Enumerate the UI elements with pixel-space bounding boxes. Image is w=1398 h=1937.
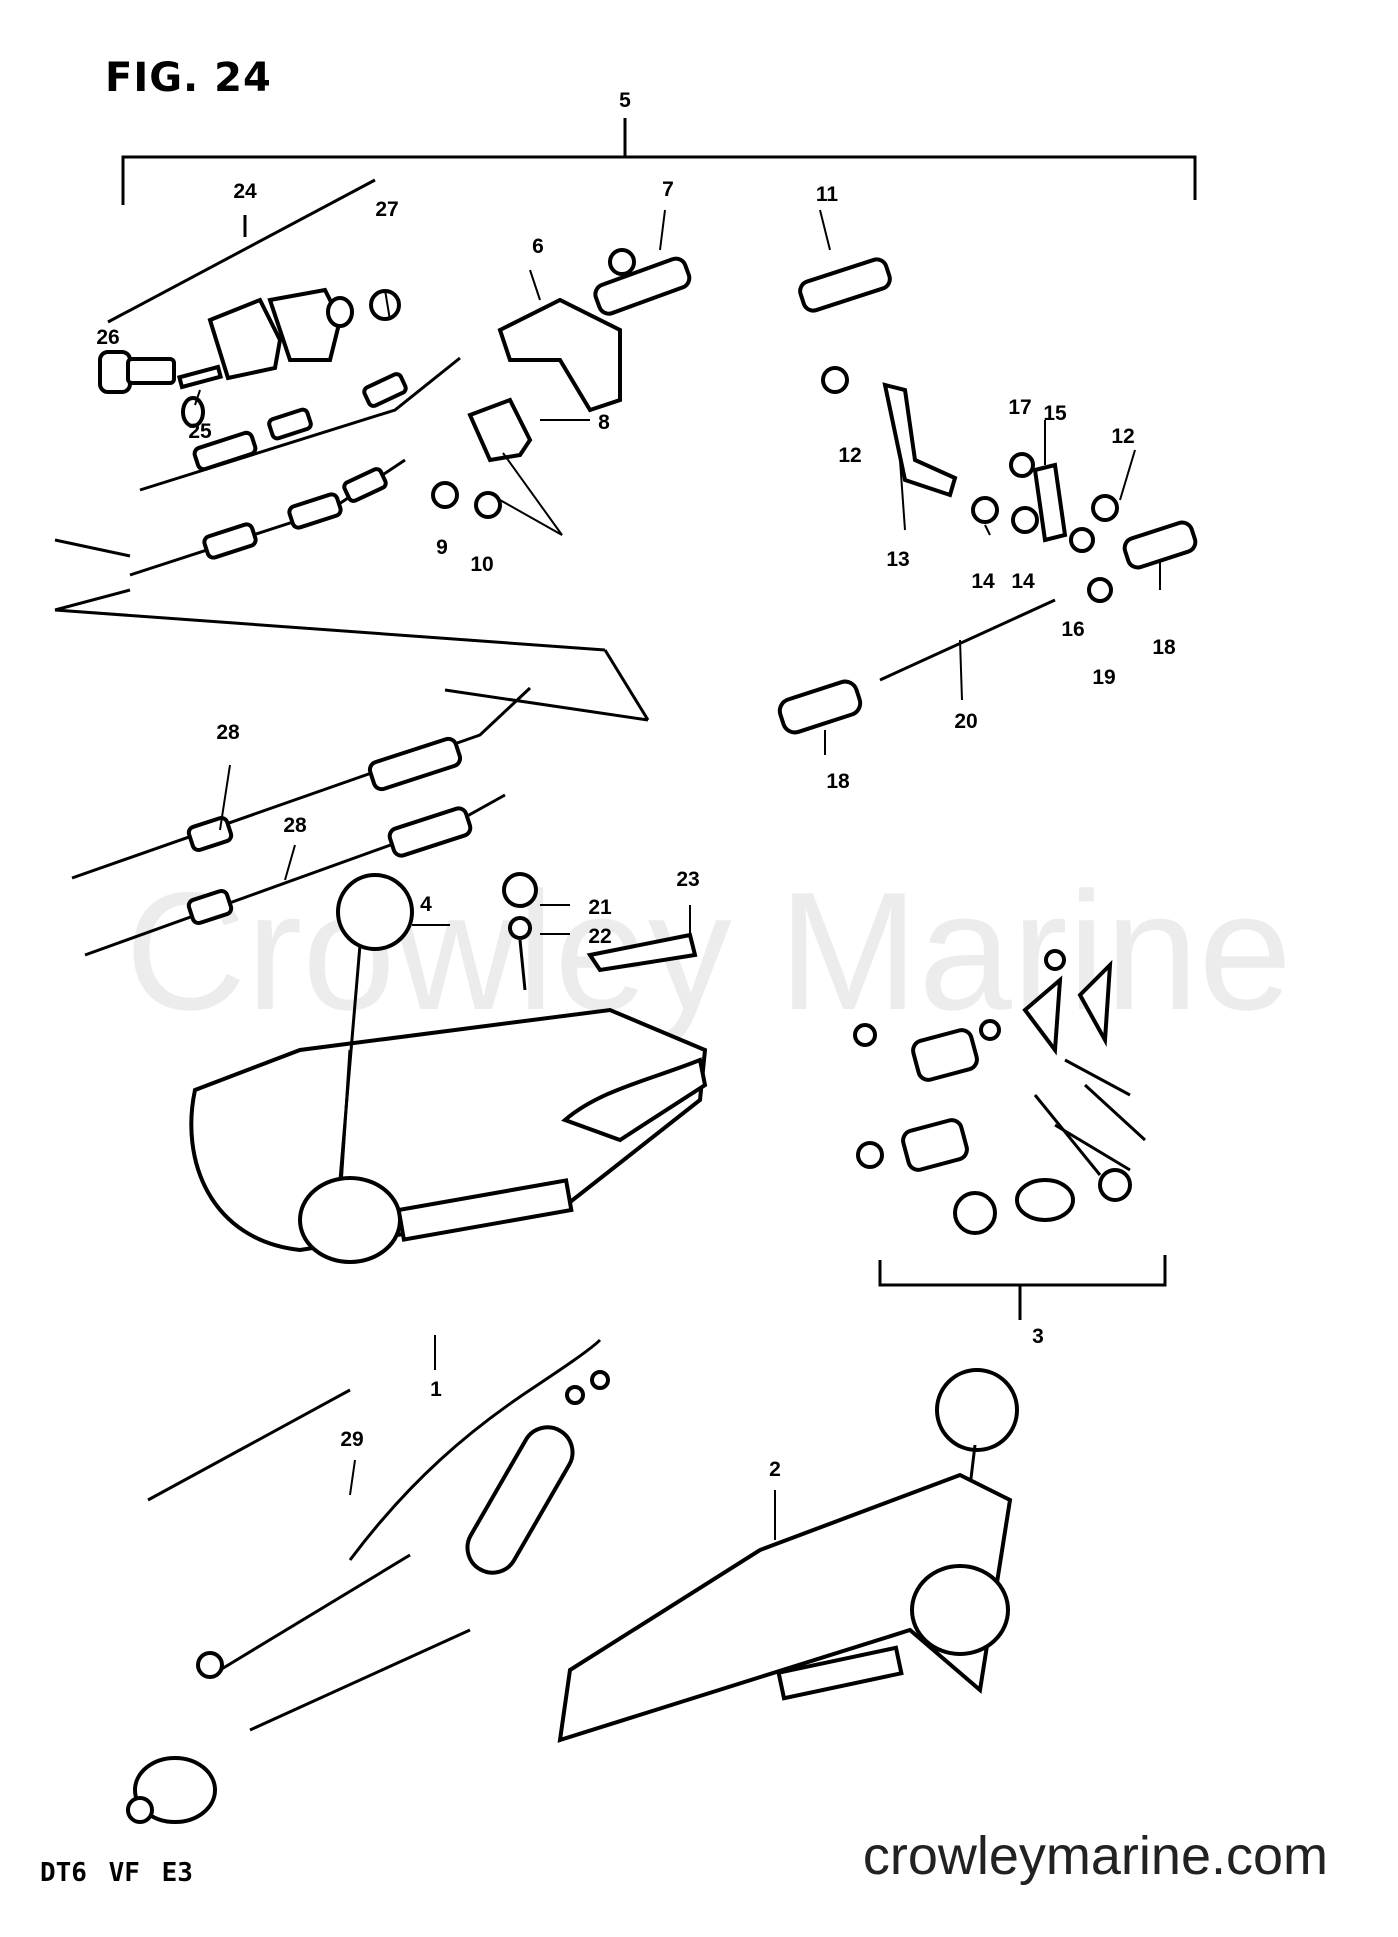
bolt-26 [98, 350, 176, 394]
callout-7: 7 [662, 178, 674, 201]
callout-28b: 28 [283, 814, 307, 837]
callout-12a: 12 [838, 444, 862, 467]
model-code: DT6 VF E3 [40, 1858, 193, 1888]
upper-cables [129, 356, 461, 577]
rod-20 [879, 598, 1056, 682]
callout-15: 15 [1043, 402, 1067, 425]
callout-13: 13 [886, 548, 910, 571]
nut-14a [971, 496, 999, 524]
callout-12b: 12 [1111, 425, 1135, 448]
callout-8: 8 [598, 411, 610, 434]
callout-16: 16 [1061, 618, 1085, 641]
callout-17: 17 [1008, 396, 1032, 419]
callout-20: 20 [954, 710, 978, 733]
callout-24: 24 [233, 180, 257, 203]
washer-10 [474, 491, 502, 519]
lower-cables-28 [71, 686, 532, 957]
remote-control-box-1 [189, 873, 708, 1264]
callout-4: 4 [420, 893, 432, 916]
nut-16 [1069, 527, 1095, 553]
callout-25: 25 [188, 420, 212, 443]
callout-11: 11 [815, 183, 839, 206]
switch-21 [502, 872, 538, 908]
joint-11 [798, 257, 892, 313]
fitting-7 [593, 248, 692, 316]
callout-2: 2 [769, 1458, 781, 1481]
bracket-group-24 [107, 178, 376, 324]
switch-assembly-29 [126, 1338, 610, 1824]
callout-21: 21 [588, 896, 612, 919]
link-15 [1032, 462, 1068, 543]
callout-14b: 14 [1011, 570, 1035, 593]
callout-26: 26 [96, 326, 120, 349]
callout-5: 5 [619, 89, 631, 112]
clamp-block [207, 297, 283, 381]
control-box-2 [557, 1368, 1019, 1743]
kit-3-parts [853, 949, 1147, 1235]
callout-18b: 18 [826, 770, 850, 793]
knob-2 [935, 1368, 1019, 1452]
callout-29: 29 [340, 1428, 364, 1451]
callout-23: 23 [676, 868, 700, 891]
bracket-6 [497, 297, 622, 413]
lever-13 [882, 382, 958, 498]
callout-22: 22 [588, 925, 612, 948]
callout-leaders [194, 209, 1161, 1540]
callout-10: 10 [470, 553, 494, 576]
bolt-12a [821, 366, 849, 394]
bracket-group-5 [121, 118, 1197, 205]
bolt-9 [431, 481, 459, 509]
plate-23 [586, 932, 698, 973]
callout-27: 27 [375, 198, 399, 221]
bolt-12b [1091, 494, 1119, 522]
guide-lines [54, 538, 650, 722]
washer-part [181, 396, 205, 428]
knob-4 [336, 873, 414, 951]
figure-title: FIG. 24 [105, 55, 272, 101]
callout-9: 9 [436, 536, 448, 559]
callout-14a: 14 [971, 570, 995, 593]
joint-18a [1122, 520, 1198, 570]
washer-27a [326, 296, 354, 328]
callout-1: 1 [430, 1378, 442, 1401]
nut-17 [1009, 452, 1035, 478]
callout-28a: 28 [216, 721, 240, 744]
callout-18a: 18 [1152, 636, 1176, 659]
site-url: crowleymarine.com [862, 1826, 1328, 1886]
pin-25 [176, 364, 224, 390]
clamp-plate [267, 287, 343, 362]
plate-22 [508, 916, 532, 940]
joint-18b [777, 679, 863, 735]
callout-19: 19 [1092, 666, 1116, 689]
nut-14b [1011, 506, 1039, 534]
bracket-8 [467, 397, 533, 463]
nut-19 [1087, 577, 1113, 603]
callout-3: 3 [1032, 1325, 1044, 1348]
bracket-kit-3 [878, 1255, 1167, 1320]
callout-6: 6 [532, 235, 544, 258]
